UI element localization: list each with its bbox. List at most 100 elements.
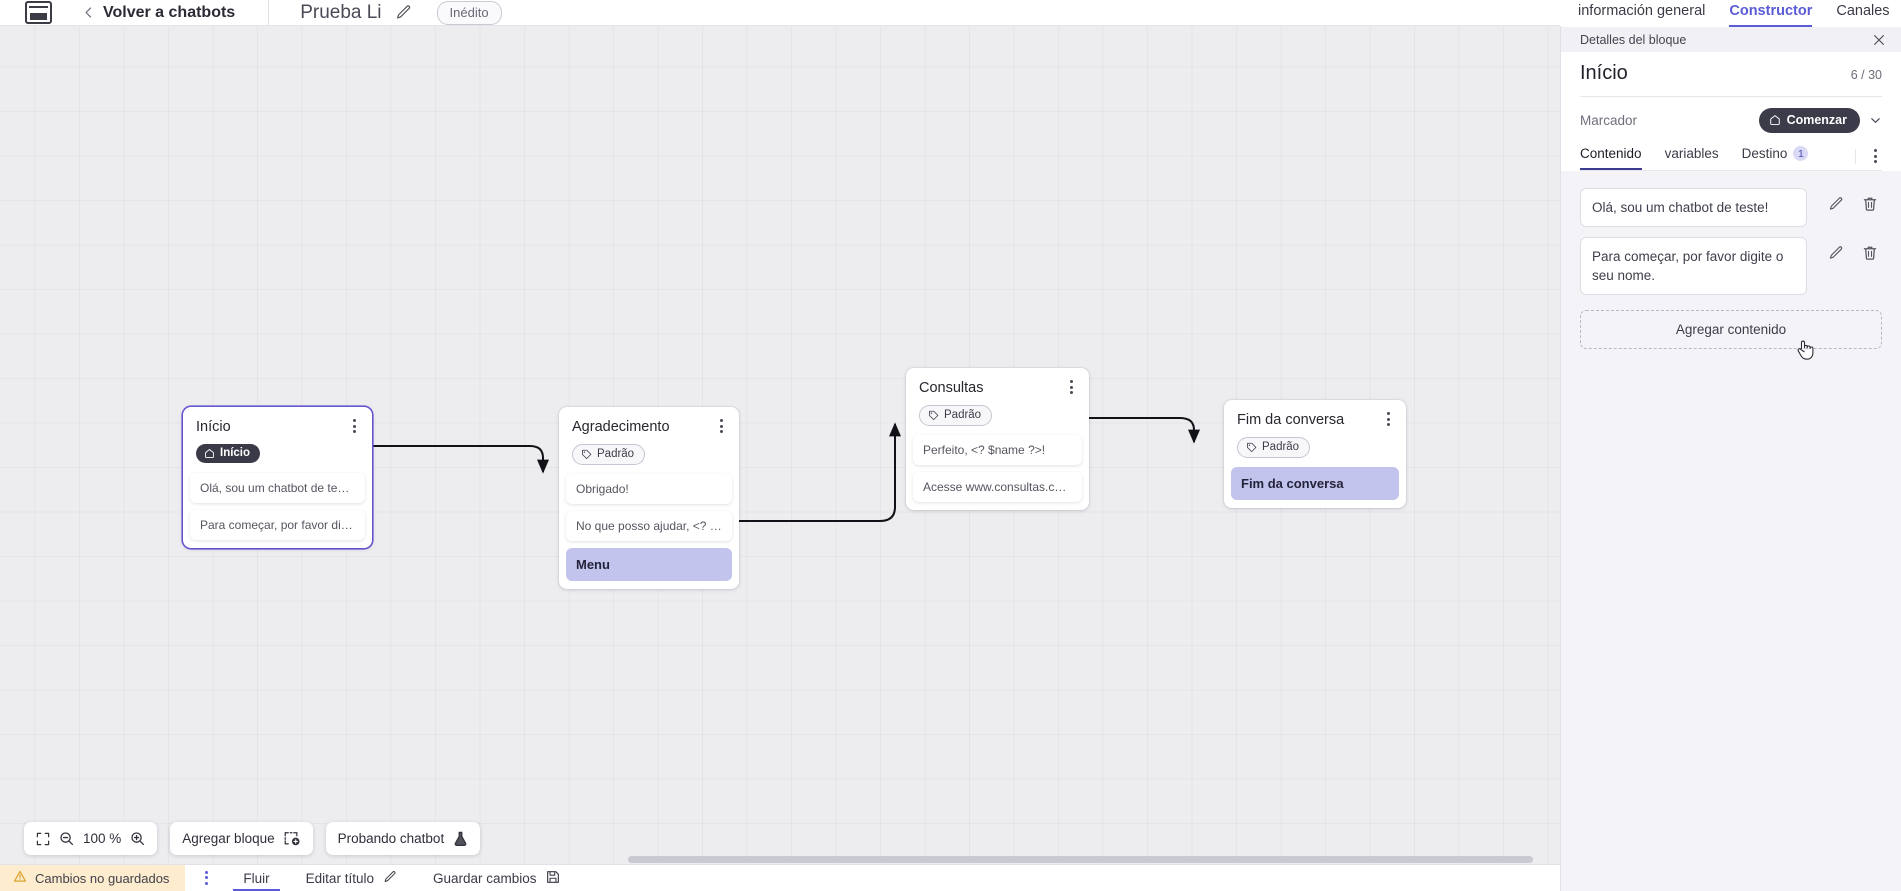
flow-node-fim-da-conversa[interactable]: Fim da conversa Padrão Fim da conversa (1224, 400, 1406, 509)
status-menu-button[interactable] (185, 865, 225, 891)
panel-tab-bar: Contenido variables Destino 1 (1580, 146, 1882, 171)
node-message[interactable]: Acesse www.consultas.com par... (913, 472, 1082, 503)
node-header: Fim da conversa (1224, 400, 1406, 429)
home-icon (205, 448, 214, 458)
zoom-in-icon[interactable] (130, 831, 145, 846)
flow-node-agradecimento[interactable]: Agradecimento Padrão Obrigado! No que po… (559, 407, 739, 590)
add-content-label: Agregar contenido (1675, 322, 1787, 338)
marker-label: Marcador (1580, 113, 1638, 128)
tab-contenido-label: Contenido (1580, 146, 1642, 161)
trash-icon[interactable] (1862, 245, 1878, 261)
node-tag-default: Padrão (572, 444, 646, 466)
node-tag-row: Início (183, 436, 372, 473)
node-tag-default: Padrão (919, 405, 993, 427)
content-item-actions (1807, 188, 1882, 212)
status-badge: Inédito (436, 0, 502, 25)
content-item-actions (1807, 237, 1882, 261)
panel-tabs-menu-button[interactable] (1855, 149, 1882, 164)
tab-constructor[interactable]: Constructor (1729, 3, 1813, 27)
node-message[interactable]: Para começar, por favor digite o ... (190, 509, 365, 540)
tab-fluir[interactable]: Fluir (225, 865, 287, 891)
canvas-horizontal-scrollbar[interactable] (0, 855, 1562, 864)
marker-value-pill[interactable]: Comenzar (1758, 108, 1860, 133)
panel-divider (1580, 96, 1882, 97)
tab-destino-badge: 1 (1793, 146, 1809, 161)
scrollbar-thumb[interactable] (628, 856, 1533, 863)
node-tag-label: Padrão (1262, 441, 1300, 454)
canvas-toolbar: 100 % Agregar bloque Probando chatbot (24, 822, 481, 855)
pencil-icon[interactable] (1828, 196, 1844, 212)
flow-node-inicio[interactable]: Início Início Olá, sou um chatbot de tes… (183, 407, 372, 548)
node-tag-label: Padrão (944, 409, 982, 422)
save-changes-button[interactable]: Guardar cambios (415, 865, 578, 891)
app-logo-icon[interactable] (25, 1, 52, 24)
marker-control: Comenzar (1758, 108, 1882, 133)
zoom-level-label: 100 % (83, 831, 122, 846)
document-title: Prueba Li (300, 1, 382, 23)
tab-variables[interactable]: variables (1665, 146, 1719, 170)
flow-edges (372, 417, 1200, 522)
node-tag-row: Padrão (559, 436, 739, 474)
flask-icon (453, 831, 468, 847)
zoom-controls: 100 % (24, 822, 158, 855)
node-message-end[interactable]: Fim da conversa (1231, 467, 1399, 501)
chevron-down-icon[interactable] (1869, 114, 1882, 127)
trash-icon[interactable] (1862, 196, 1878, 212)
panel-title-row: Início 6 / 30 (1580, 62, 1882, 85)
node-message[interactable]: Perfeito, <? $name ?>! (913, 435, 1082, 466)
content-text[interactable]: Olá, sou um chatbot de teste! (1580, 188, 1807, 228)
tab-destino[interactable]: Destino 1 (1742, 146, 1809, 170)
bottom-status-bar: Cambios no guardados Fluir Editar título… (0, 864, 1562, 891)
tab-informacion-general[interactable]: información general (1578, 3, 1706, 19)
node-header: Agradecimento (559, 407, 739, 436)
node-message[interactable]: No que posso ajudar, <? $name ... (566, 511, 732, 542)
marker-value-label: Comenzar (1786, 113, 1847, 127)
zoom-out-icon[interactable] (59, 831, 74, 846)
pencil-icon[interactable] (395, 4, 412, 21)
panel-block-title: Início (1580, 62, 1628, 84)
panel-counter: 6 / 30 (1850, 68, 1882, 82)
node-messages: Perfeito, <? $name ?>! Acesse www.consul… (906, 435, 1089, 503)
node-message-menu[interactable]: Menu (566, 548, 732, 582)
node-menu-button[interactable] (714, 418, 728, 434)
content-item: Para começar, por favor digite o seu nom… (1580, 237, 1882, 296)
kebab-menu-icon (1868, 148, 1882, 164)
add-block-button[interactable]: Agregar bloque (170, 822, 313, 855)
edit-title-button[interactable]: Editar título (288, 865, 415, 891)
node-tag-row: Padrão (906, 397, 1089, 435)
node-header: Início (183, 407, 372, 436)
pencil-icon (383, 870, 397, 887)
unsaved-changes-indicator: Cambios no guardados (0, 865, 186, 891)
toolbar-divider (268, 0, 270, 30)
close-icon[interactable] (1872, 33, 1886, 47)
node-messages: Obrigado! No que posso ajudar, <? $name … (559, 474, 739, 582)
warning-triangle-icon (13, 870, 27, 886)
node-header: Consultas (906, 368, 1089, 397)
node-message[interactable]: Obrigado! (566, 474, 732, 505)
node-menu-button[interactable] (1064, 379, 1078, 395)
add-content-button[interactable]: Agregar contenido (1580, 310, 1882, 350)
tab-fluir-label: Fluir (243, 870, 270, 886)
flow-node-consultas[interactable]: Consultas Padrão Perfeito, <? $name ?>! … (906, 368, 1089, 511)
node-tag-default: Padrão (1237, 437, 1311, 459)
panel-content-list: Olá, sou um chatbot de teste! Para começ… (1561, 171, 1901, 891)
flow-canvas[interactable]: Início Início Olá, sou um chatbot de tes… (0, 26, 1562, 864)
node-menu-button[interactable] (1381, 411, 1395, 427)
block-details-panel: Detalles del bloque Início 6 / 30 Marcad… (1560, 27, 1901, 891)
node-menu-button[interactable] (347, 418, 361, 434)
add-block-icon (284, 831, 301, 847)
chevron-left-icon[interactable] (80, 5, 96, 21)
home-icon (1769, 115, 1780, 125)
panel-header: Detalles del bloque (1561, 27, 1901, 52)
edit-title-label: Editar título (305, 870, 374, 886)
pencil-icon[interactable] (1828, 245, 1844, 261)
node-message[interactable]: Olá, sou um chatbot de teste! (190, 472, 365, 503)
tag-icon (582, 449, 592, 459)
tab-canales[interactable]: Canales (1836, 3, 1890, 19)
content-text[interactable]: Para começar, por favor digite o seu nom… (1580, 237, 1807, 296)
test-chatbot-button[interactable]: Probando chatbot (325, 822, 481, 855)
marker-row: Marcador Comenzar (1580, 97, 1882, 146)
tab-contenido[interactable]: Contenido (1580, 146, 1642, 170)
fit-screen-icon[interactable] (36, 832, 50, 846)
back-to-chatbots-link[interactable]: Volver a chatbots (103, 3, 236, 21)
